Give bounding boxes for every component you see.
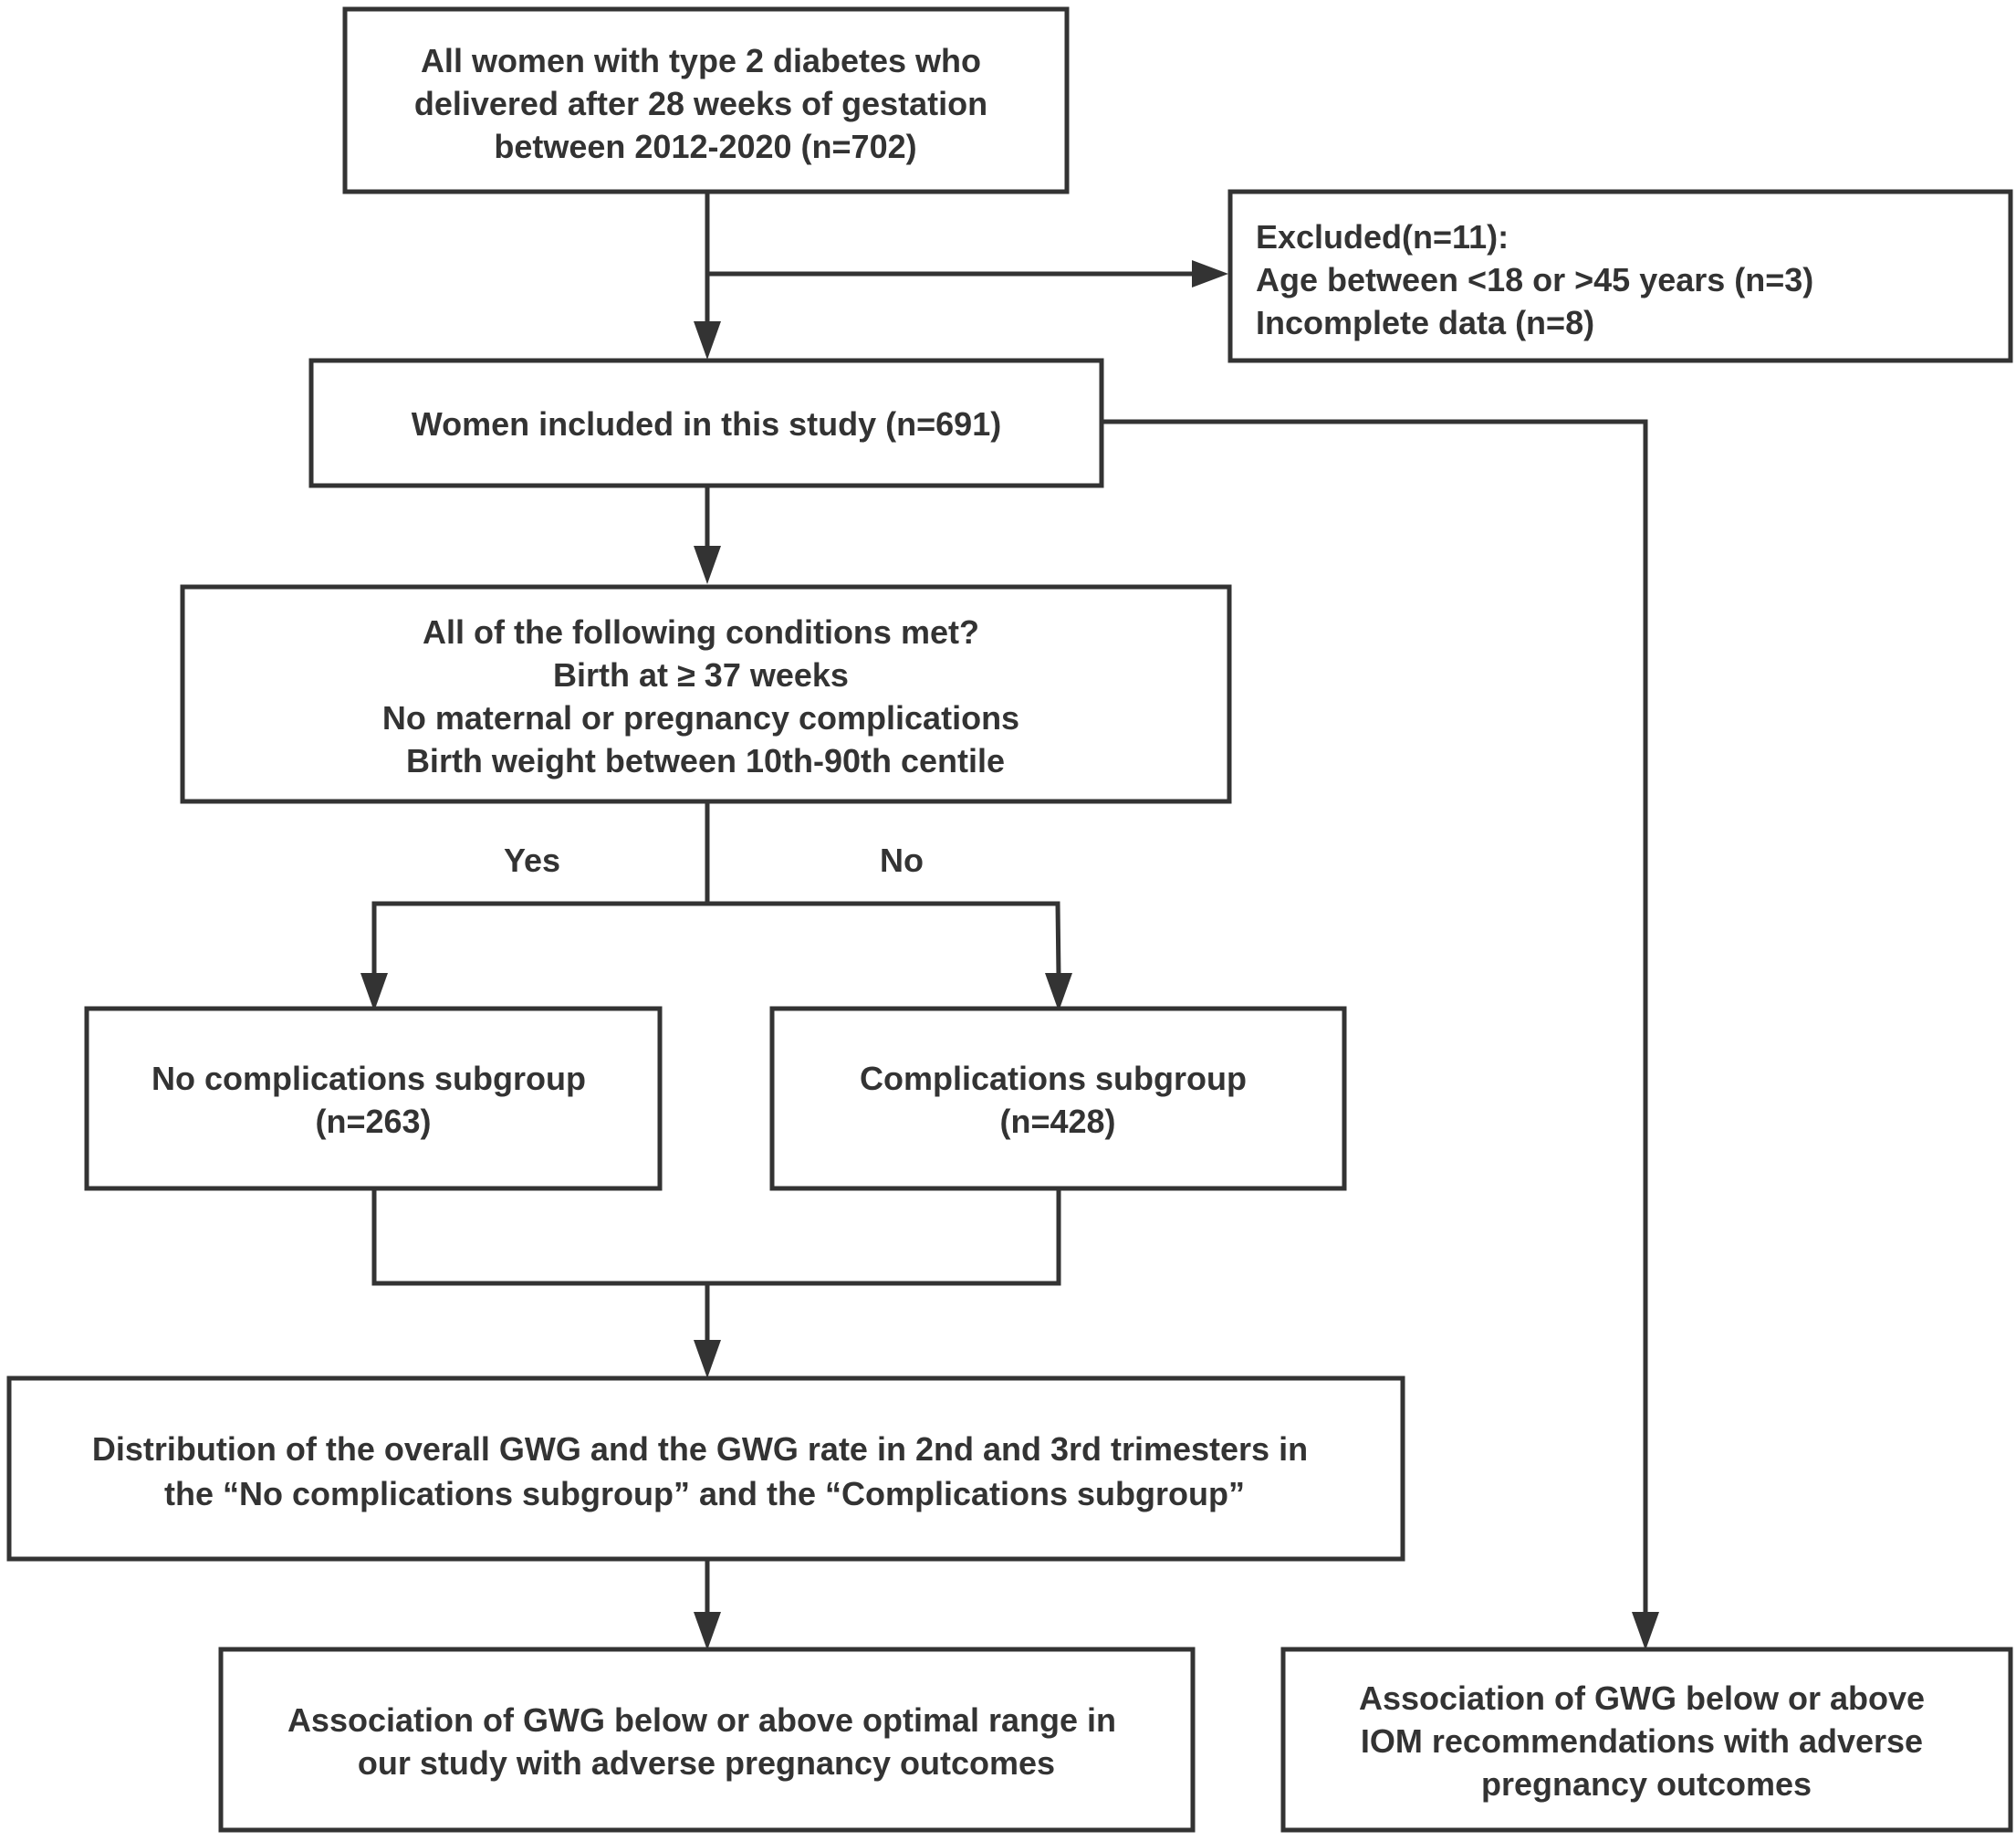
box-complications-line-2: (n=428): [999, 1103, 1115, 1140]
box-complications-text: Complications subgroup (n=428): [860, 1060, 1256, 1140]
box-conditions-line-2: Birth at ≥ 37 weeks: [553, 656, 849, 694]
box-included-line-1: Women included in this study (n=691): [412, 405, 1001, 443]
box-association-optimal-text: Association of GWG below or above optima…: [287, 1701, 1125, 1782]
box-all-women-line-3: between 2012-2020 (n=702): [494, 128, 916, 165]
arrowhead-to-complications: [1045, 973, 1072, 1011]
box-conditions: All of the following conditions met? Bir…: [180, 584, 1232, 804]
box-excluded-text: Excluded(n=11): Age between <18 or >45 y…: [1256, 218, 1823, 341]
box-complications-frame: [769, 1006, 1347, 1191]
box-all-women-line-2: delivered after 28 weeks of gestation: [414, 85, 987, 122]
arrowhead-to-distribution: [694, 1340, 721, 1378]
connectors: [371, 192, 1648, 1616]
box-conditions-line-4: Birth weight between 10th-90th centile: [406, 742, 1005, 779]
connector-included-to-iom: [1102, 419, 1648, 1616]
box-complications-line-1: Complications subgroup: [860, 1060, 1247, 1097]
box-association-iom-line-1: Association of GWG below or above: [1359, 1679, 1925, 1717]
box-all-women-line-1: All women with type 2 diabetes who: [421, 42, 981, 79]
box-all-women-text: All women with type 2 diabetes who deliv…: [414, 42, 997, 165]
box-excluded-frame: [1227, 189, 2013, 363]
box-included-text: Women included in this study (n=691): [412, 405, 1001, 443]
box-all-women-frame: [342, 6, 1070, 194]
branch-labels: Yes No: [504, 842, 924, 879]
box-complications: Complications subgroup (n=428): [769, 1006, 1347, 1191]
box-no-complications: No complications subgroup (n=263): [84, 1006, 663, 1191]
branch-label-no: No: [880, 842, 924, 879]
box-association-optimal-frame: [218, 1647, 1196, 1833]
box-included-frame: [308, 358, 1104, 488]
branch-label-yes: Yes: [504, 842, 560, 879]
box-association-iom-line-3: pregnancy outcomes: [1481, 1765, 1812, 1803]
box-conditions-line-1: All of the following conditions met?: [423, 613, 979, 651]
box-association-iom-line-2: IOM recommendations with adverse: [1361, 1722, 1923, 1760]
box-association-optimal-line-1: Association of GWG below or above optima…: [287, 1701, 1116, 1739]
box-all-women: All women with type 2 diabetes who deliv…: [342, 6, 1070, 194]
box-conditions-frame: [180, 584, 1232, 804]
box-excluded-line-1: Excluded(n=11):: [1256, 218, 1509, 256]
box-distribution-line-2: the “No complications subgroup” and the …: [164, 1475, 1245, 1512]
box-no-complications-line-1: No complications subgroup: [151, 1060, 586, 1097]
box-distribution-text: Distribution of the overall GWG and the …: [92, 1430, 1317, 1512]
arrowhead-to-no-complications: [360, 973, 388, 1011]
connector-no-branch: [707, 901, 1061, 978]
box-no-complications-line-2: (n=263): [315, 1103, 431, 1140]
box-distribution-line-1: Distribution of the overall GWG and the …: [92, 1430, 1308, 1468]
connector-yes-branch: [371, 901, 707, 977]
box-no-complications-text: No complications subgroup (n=263): [151, 1060, 595, 1140]
arrowhead-to-conditions: [694, 546, 721, 584]
box-association-optimal: Association of GWG below or above optima…: [218, 1647, 1196, 1833]
box-association-iom-frame: [1280, 1647, 2013, 1833]
connector-subgroups-merge: [371, 1188, 1061, 1286]
box-excluded-line-2: Age between <18 or >45 years (n=3): [1256, 261, 1813, 298]
box-conditions-line-3: No maternal or pregnancy complications: [382, 699, 1019, 737]
arrowhead-to-association-iom: [1632, 1612, 1659, 1650]
box-excluded-line-3: Incomplete data (n=8): [1256, 304, 1594, 341]
box-association-optimal-line-2: our study with adverse pregnancy outcome…: [358, 1744, 1055, 1782]
arrowhead-to-association-optimal: [694, 1612, 721, 1650]
box-distribution-frame: [6, 1376, 1405, 1562]
box-conditions-text: All of the following conditions met? Bir…: [382, 613, 1029, 779]
box-no-complications-frame: [84, 1006, 663, 1191]
arrowheads: [360, 260, 1659, 1650]
box-association-iom-text: Association of GWG below or above IOM re…: [1359, 1679, 1934, 1803]
arrowhead-to-included: [694, 321, 721, 360]
box-excluded: Excluded(n=11): Age between <18 or >45 y…: [1227, 189, 2013, 363]
box-included: Women included in this study (n=691): [308, 358, 1104, 488]
arrowhead-to-excluded: [1192, 260, 1228, 288]
box-distribution: Distribution of the overall GWG and the …: [6, 1376, 1405, 1562]
box-association-iom: Association of GWG below or above IOM re…: [1280, 1647, 2013, 1833]
